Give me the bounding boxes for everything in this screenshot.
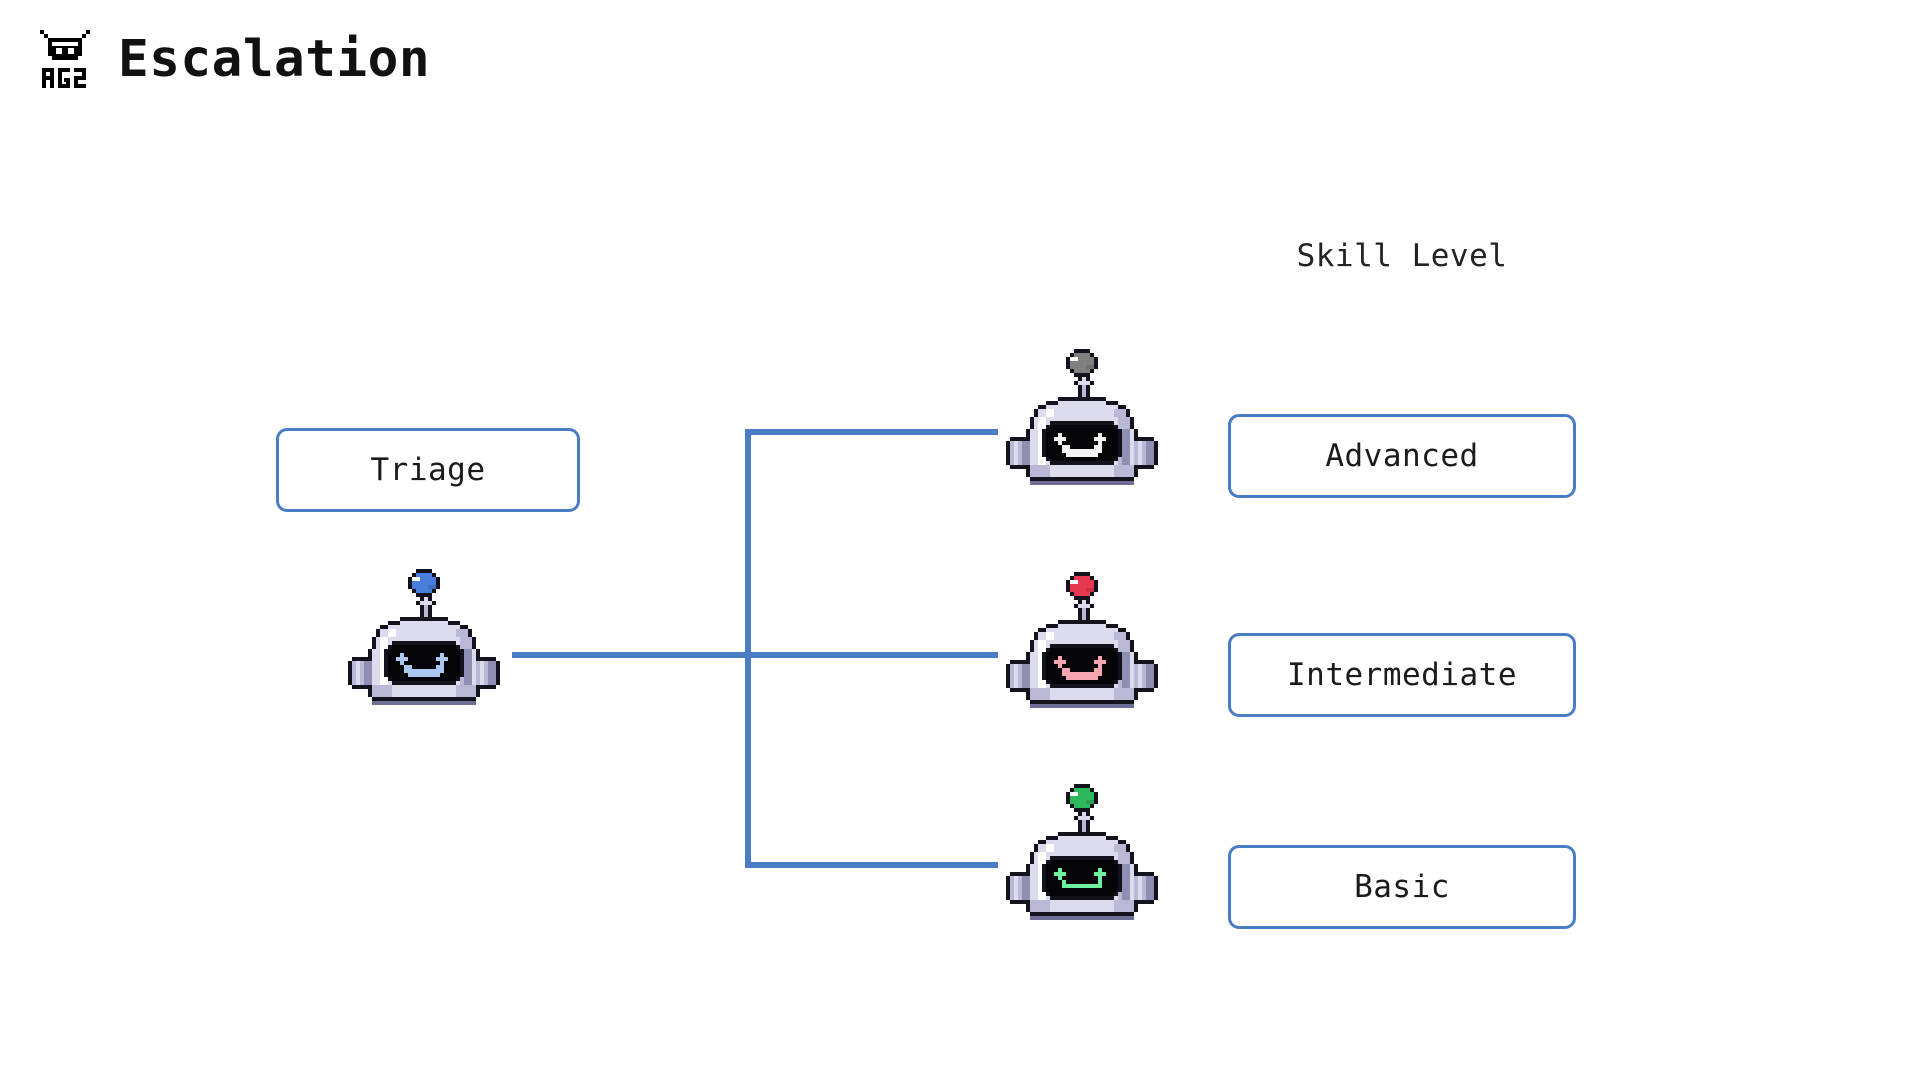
node-triage-label: Triage (370, 452, 486, 488)
skill-level-heading: Skill Level (1296, 238, 1508, 274)
robot-avatar-triage-icon (348, 569, 500, 705)
robot-avatar-advanced-icon (1006, 349, 1158, 485)
node-triage[interactable]: Triage (276, 428, 580, 512)
node-intermediate[interactable]: Intermediate (1228, 633, 1576, 717)
page-header: Escalation (34, 26, 430, 92)
node-advanced-label: Advanced (1325, 438, 1479, 474)
robot-avatar-intermediate-icon (1006, 572, 1158, 708)
node-intermediate-label: Intermediate (1287, 657, 1517, 693)
ag2-robot-logo-icon (40, 30, 90, 88)
page-title: Escalation (118, 29, 431, 89)
node-advanced[interactable]: Advanced (1228, 414, 1576, 498)
node-basic[interactable]: Basic (1228, 845, 1576, 929)
node-basic-label: Basic (1354, 869, 1450, 905)
robot-avatar-basic-icon (1006, 784, 1158, 920)
